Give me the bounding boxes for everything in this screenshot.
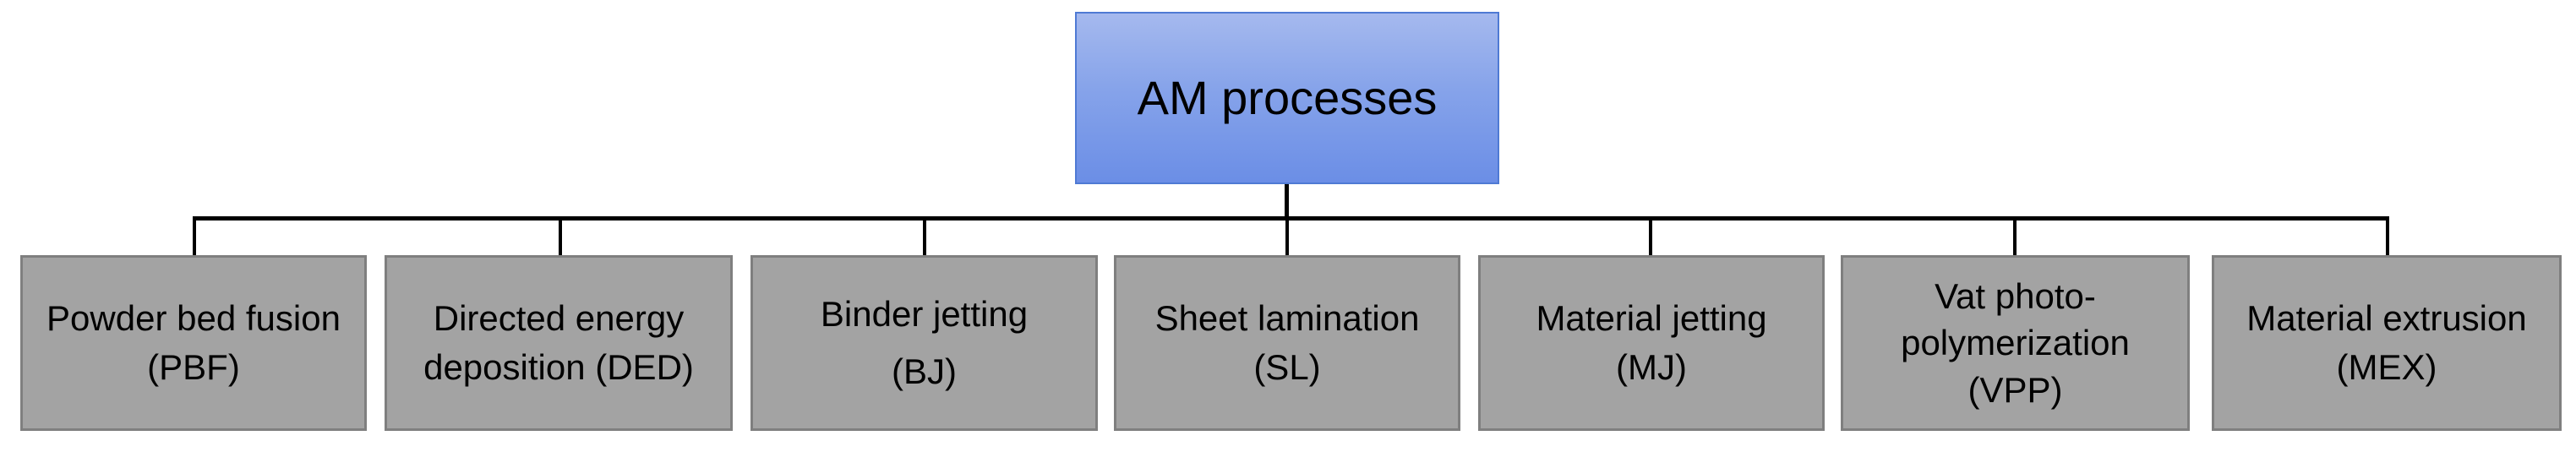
node-label-line: Directed energy bbox=[433, 298, 685, 339]
root-node-label: AM processes bbox=[1137, 71, 1438, 125]
node-directed-energy-deposition: Directed energy deposition (DED) bbox=[385, 255, 733, 431]
node-label-line: (SL) bbox=[1253, 347, 1321, 387]
branch-connector-sl bbox=[1285, 216, 1289, 257]
node-label-line: Binder jetting bbox=[820, 294, 1029, 335]
node-powder-bed-fusion: Powder bed fusion (PBF) bbox=[20, 255, 367, 431]
node-label-line: (VPP) bbox=[1967, 369, 2063, 410]
node-binder-jetting: Binder jetting (BJ) bbox=[750, 255, 1098, 431]
node-label-line: (BJ) bbox=[892, 351, 957, 391]
branch-connector-vpp bbox=[2013, 216, 2017, 257]
node-label-line: Sheet lamination bbox=[1154, 298, 1420, 339]
branch-connector-ded bbox=[559, 216, 562, 257]
node-label-line: (PBF) bbox=[147, 347, 240, 387]
root-node-am-processes: AM processes bbox=[1075, 12, 1499, 184]
horizontal-bus-connector bbox=[193, 216, 2389, 221]
node-label-line: Material extrusion bbox=[2246, 298, 2527, 339]
branch-connector-mj bbox=[1649, 216, 1652, 257]
node-label-line: Material jetting bbox=[1536, 298, 1767, 339]
node-vat-photopolymerization: Vat photo- polymerization (VPP) bbox=[1841, 255, 2190, 431]
node-label-line: deposition (DED) bbox=[423, 347, 694, 387]
node-sheet-lamination: Sheet lamination (SL) bbox=[1114, 255, 1460, 431]
branch-connector-bj bbox=[923, 216, 926, 257]
branch-connector-mex bbox=[2386, 216, 2389, 257]
branch-connector-pbf bbox=[193, 216, 196, 257]
node-material-extrusion: Material extrusion (MEX) bbox=[2212, 255, 2562, 431]
node-label-line: Powder bed fusion bbox=[46, 298, 341, 339]
node-label-line: (MEX) bbox=[2336, 347, 2437, 387]
node-label-line: polymerization bbox=[1901, 323, 2130, 363]
node-material-jetting: Material jetting (MJ) bbox=[1478, 255, 1825, 431]
root-stem-connector bbox=[1285, 184, 1289, 218]
node-label-line: Vat photo- bbox=[1935, 275, 2096, 316]
node-label-line: (MJ) bbox=[1616, 347, 1687, 387]
